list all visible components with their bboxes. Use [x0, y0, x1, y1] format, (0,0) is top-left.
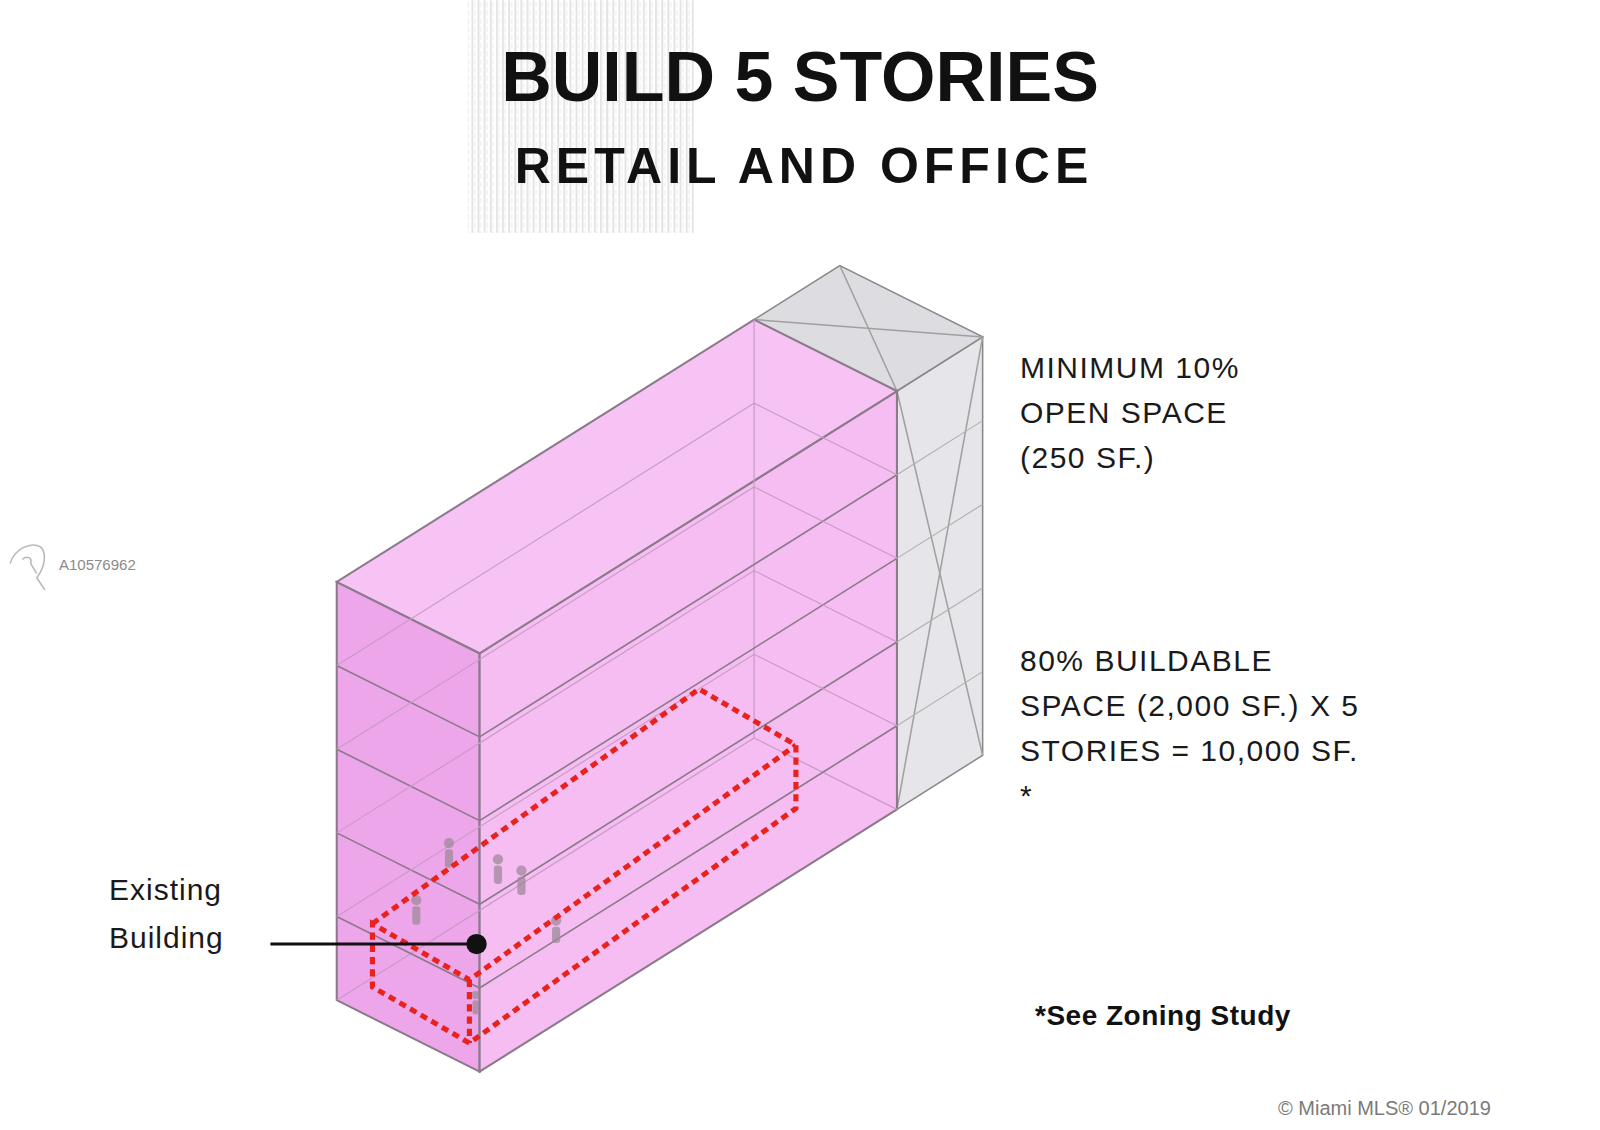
leader-dot	[466, 934, 486, 954]
title: BUILD 5 STORIES	[0, 42, 1600, 112]
floor-lines	[337, 403, 983, 988]
buildable-block	[337, 320, 897, 1072]
floor-line	[337, 654, 897, 916]
floor-line	[897, 504, 983, 558]
floor-line	[337, 487, 897, 749]
buildable-note: 80% BUILDABLE SPACE (2,000 SF.) X 5 STOR…	[1020, 638, 1360, 818]
leader-line	[270, 943, 476, 946]
open-space-note: MINIMUM 10% OPEN SPACE (250 SF.)	[1020, 345, 1270, 480]
floor-line	[897, 421, 983, 475]
floor-line	[337, 571, 897, 833]
floor-line	[897, 588, 983, 642]
floor-line	[337, 726, 897, 988]
watermark: A10576962	[59, 555, 179, 575]
floor-line	[337, 475, 897, 737]
watermark-logo	[10, 545, 45, 590]
floor-line	[337, 642, 897, 904]
people-figures	[411, 838, 561, 1015]
floor-line	[337, 403, 897, 665]
copyright: © Miami MLS® 01/2019	[1278, 1095, 1578, 1121]
callout-label: Existing Building	[109, 866, 289, 962]
footnote: *See Zoning Study	[1035, 998, 1435, 1034]
subtitle: RETAIL AND OFFICE	[4, 136, 1600, 196]
existing-building-outline	[372, 689, 795, 1043]
floor-line	[337, 558, 897, 820]
title-texture	[467, 0, 694, 233]
floor-line	[897, 672, 983, 726]
